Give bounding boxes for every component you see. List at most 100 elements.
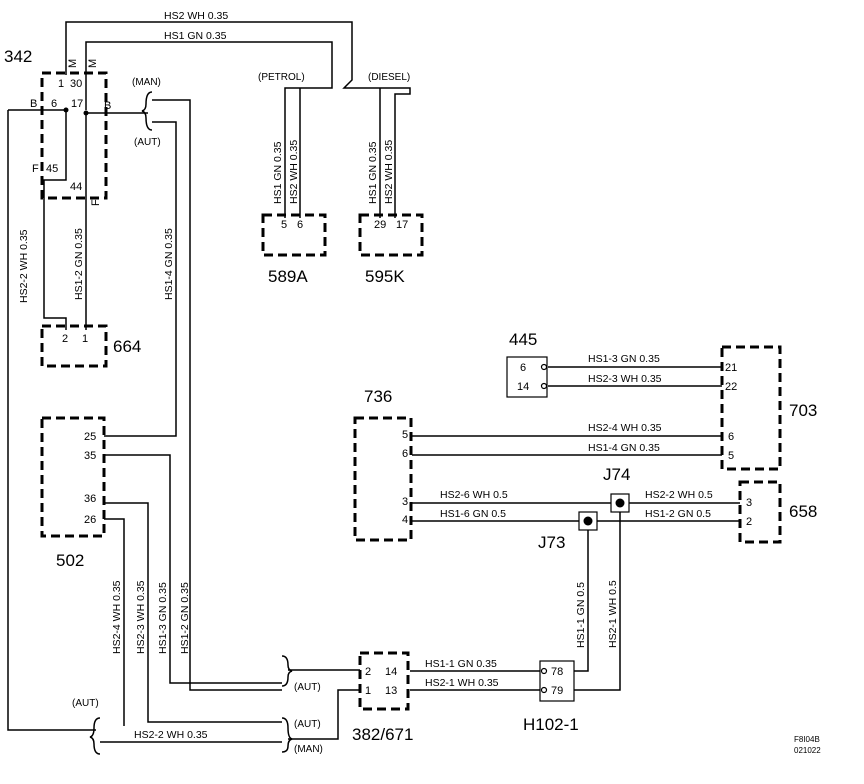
wire-label-top-hs1: HS1 GN 0.35 [164,30,227,42]
brace-382-aut [281,655,293,687]
pin-589a-5: 5 [281,219,287,231]
note-aut-bottom-left: (AUT) [72,698,99,709]
wire-label-hs1-2-v: HS1-2 GN 0.35 [179,582,191,654]
pin-342-f2: F [90,199,102,206]
pin-382-1: 1 [365,685,371,697]
pin-703-5: 5 [728,450,734,462]
wire-label-hs2-1-v: HS2-1 WH 0.5 [607,580,619,648]
note-aut-top: (AUT) [134,137,161,148]
wire-hs1-1 [574,521,589,672]
label-502: 502 [56,551,84,570]
pin-502-36: 36 [84,493,96,505]
wire-label-hs2-2-bottom: HS2-2 WH 0.35 [134,729,208,741]
wire-label-hs2-2-658: HS2-2 WH 0.5 [645,489,713,501]
pin-342-m2: M [87,59,99,68]
pin-589a-6: 6 [297,219,303,231]
note-aut-bottom: (AUT) [294,719,321,730]
box-h102 [539,660,575,702]
pin-658-2: 2 [746,516,752,528]
wire-label-hs2-2-left: HS2-2 WH 0.35 [18,229,30,303]
wire-label-hs2-3-v: HS2-3 WH 0.35 [135,580,147,654]
wire-label-hs1-6: HS1-6 GN 0.5 [440,508,506,520]
label-382-671: 382/671 [352,725,413,744]
pin-342-44: 44 [70,181,82,193]
wire-labels: HS2 WH 0.35 HS1 GN 0.35 HS1 GN 0.35 HS2 … [18,10,713,741]
pin-502-35: 35 [84,450,96,462]
pin-502-26: 26 [84,514,96,526]
pin-h102-78: 78 [551,666,563,678]
wire-label-hs1-3-v: HS1-3 GN 0.35 [157,582,169,654]
wire-label-petrol-wh: HS2 WH 0.35 [288,140,300,204]
junction-342-17 [83,110,89,116]
wire-top-hs2 [65,21,411,218]
box-664 [40,324,108,368]
wire-label-hs2-4-v: HS2-4 WH 0.35 [111,580,123,654]
pin-382-13: 13 [385,685,397,697]
label-342: 342 [4,47,32,66]
label-658: 658 [789,502,817,521]
pin-502-25: 25 [84,431,96,443]
socket-445-14 [540,382,548,390]
pin-382-2: 2 [365,666,371,678]
pin-703-21: 21 [725,362,737,374]
switch-braces [89,91,293,755]
box-502 [40,416,106,538]
wire-382-man [288,689,360,740]
pin-342-1: 1 [58,78,64,90]
pin-664-1: 1 [82,333,88,345]
junction-342-6 [63,107,69,113]
pin-736-3: 3 [402,496,408,508]
wire-502-36 [104,502,282,723]
wire-502-26 [104,518,125,726]
note-aut-382: (AUT) [294,682,321,693]
brace-bottom-left [89,717,101,755]
wire-label-hs2-6: HS2-6 WH 0.5 [440,489,508,501]
box-382 [358,651,410,711]
pin-658-3: 3 [746,497,752,509]
label-736: 736 [364,387,392,406]
pin-736-6: 6 [402,448,408,460]
splice-j74-dot [615,498,625,508]
brace-top-switch [141,91,153,131]
box-589a [261,213,327,257]
wire-label-hs1-1-h: HS1-1 GN 0.35 [425,658,497,670]
pin-342-f1: F [32,163,39,175]
notes: (MAN) (AUT) (PETROL) (DIESEL) (AUT) (AUT… [72,72,821,755]
pin-664-2: 2 [62,333,68,345]
pin-342-m1: M [67,59,79,68]
pin-342-30: 30 [70,78,82,90]
wire-342-6-down [43,110,67,195]
components [40,71,782,711]
wire-top-hs1 [85,41,333,218]
label-h102-1: H102-1 [523,715,579,734]
wire-man [152,99,282,691]
pin-736-5: 5 [402,429,408,441]
box-736 [353,416,413,542]
pin-342-6: 6 [51,98,57,110]
wire-label-petrol-gn: HS1 GN 0.35 [272,141,284,204]
footer-code-1: F8I04B [794,735,820,744]
note-man-top: (MAN) [132,77,161,88]
pin-703-22: 22 [725,381,737,393]
label-j74: J74 [603,465,630,484]
wire-502-35 [104,454,282,684]
wire-label-diesel-wh: HS2 WH 0.35 [383,140,395,204]
brace-382-man [281,717,293,753]
box-595k [358,213,424,257]
pin-703-6: 6 [728,431,734,443]
wire-label-hs1-1-v: HS1-1 GN 0.5 [575,582,587,648]
label-703: 703 [789,401,817,420]
footer-code-2: 021022 [794,746,821,755]
wire-label-hs1-4-v: HS1-4 GN 0.35 [163,228,175,300]
wire-label-hs2-4-736: HS2-4 WH 0.35 [588,422,662,434]
wire-hs2-2-664 [43,195,67,330]
wire-label-top-hs2: HS2 WH 0.35 [164,10,228,22]
pin-h102-79: 79 [551,685,563,697]
box-445 [506,356,548,398]
wire-label-hs1-2-658: HS1-2 GN 0.5 [645,508,711,520]
box-342 [40,71,108,200]
pin-342-b1: B [30,98,37,110]
note-diesel: (DIESEL) [368,72,410,83]
pin-342-45: 45 [46,163,58,175]
